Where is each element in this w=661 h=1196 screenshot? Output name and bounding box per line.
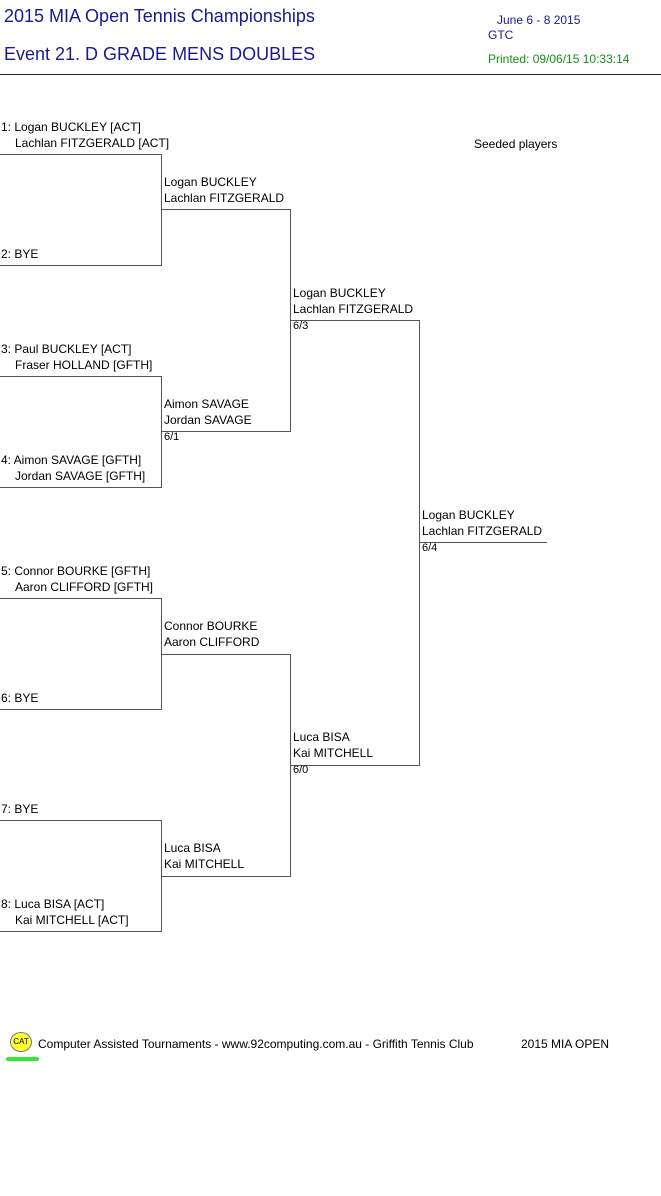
r2-match-1-line1: Logan BUCKLEY: [164, 175, 257, 189]
r1-slot-3-line2: Fraser HOLLAND [GFTH]: [15, 358, 153, 372]
event-venue: GTC: [488, 28, 514, 42]
r1-slot-7-line1: 7: BYE: [1, 802, 39, 816]
r1-slot-5-line2: Aaron CLIFFORD [GFTH]: [15, 580, 154, 594]
footer-credit: Computer Assisted Tournaments - www.92co…: [38, 1037, 474, 1051]
r1-slot-6-line1: 6: BYE: [1, 691, 39, 705]
r3-match-1-line2: Lachlan FITZGERALD: [293, 302, 414, 316]
r1-slot-1-line2: Lachlan FITZGERALD [ACT]: [15, 136, 170, 150]
r2-match-3-line2: Aaron CLIFFORD: [164, 635, 260, 649]
tournament-title: 2015 MIA Open Tennis Championships: [4, 6, 315, 26]
r2-match-2-line2: Jordan SAVAGE: [164, 413, 252, 427]
r3-match-1-score: 6/3: [293, 320, 309, 332]
r3-match-2-score: 6/0: [293, 764, 309, 776]
r1-slot-8-line2: Kai MITCHELL [ACT]: [15, 913, 129, 927]
r1-slot-3-line1: 3: Paul BUCKLEY [ACT]: [1, 342, 132, 356]
r2-match-3-line1: Connor BOURKE: [164, 619, 258, 633]
seeded-players-label: Seeded players: [474, 137, 558, 151]
r2-match-1-line2: Lachlan FITZGERALD: [164, 191, 285, 205]
final-winner-line1: Logan BUCKLEY: [422, 508, 515, 522]
r3-match-2-line2: Kai MITCHELL: [293, 746, 374, 760]
cat-logo-icon: CAT: [10, 1032, 32, 1052]
r1-slot-4-line2: Jordan SAVAGE [GFTH]: [15, 469, 146, 483]
r1-slot-2-line1: 2: BYE: [1, 247, 39, 261]
r1-slot-8-line1: 8: Luca BISA [ACT]: [1, 897, 105, 911]
r1-slot-1-line1: 1: Logan BUCKLEY [ACT]: [1, 120, 141, 134]
final-winner-line2: Lachlan FITZGERALD: [422, 524, 543, 538]
r2-match-4-line1: Luca BISA: [164, 841, 221, 855]
event-dates: June 6 - 8 2015: [497, 13, 581, 27]
r1-slot-5-line1: 5: Connor BOURKE [GFTH]: [1, 564, 151, 578]
r2-match-4-line2: Kai MITCHELL: [164, 857, 245, 871]
r2-match-2-line1: Aimon SAVAGE: [164, 397, 249, 411]
event-title: Event 21. D GRADE MENS DOUBLES: [4, 44, 316, 64]
r2-match-2-score: 6/1: [164, 431, 180, 443]
footer-event-name: 2015 MIA OPEN: [521, 1037, 610, 1051]
final-score: 6/4: [422, 542, 438, 554]
r1-slot-4-line1: 4: Aimon SAVAGE [GFTH]: [1, 453, 142, 467]
logo-underline: [6, 1057, 39, 1061]
printed-timestamp: Printed: 09/06/15 10:33:14: [488, 52, 630, 66]
header-divider: [0, 74, 661, 75]
r3-match-2-line1: Luca BISA: [293, 730, 350, 744]
r3-match-1-line1: Logan BUCKLEY: [293, 286, 386, 300]
